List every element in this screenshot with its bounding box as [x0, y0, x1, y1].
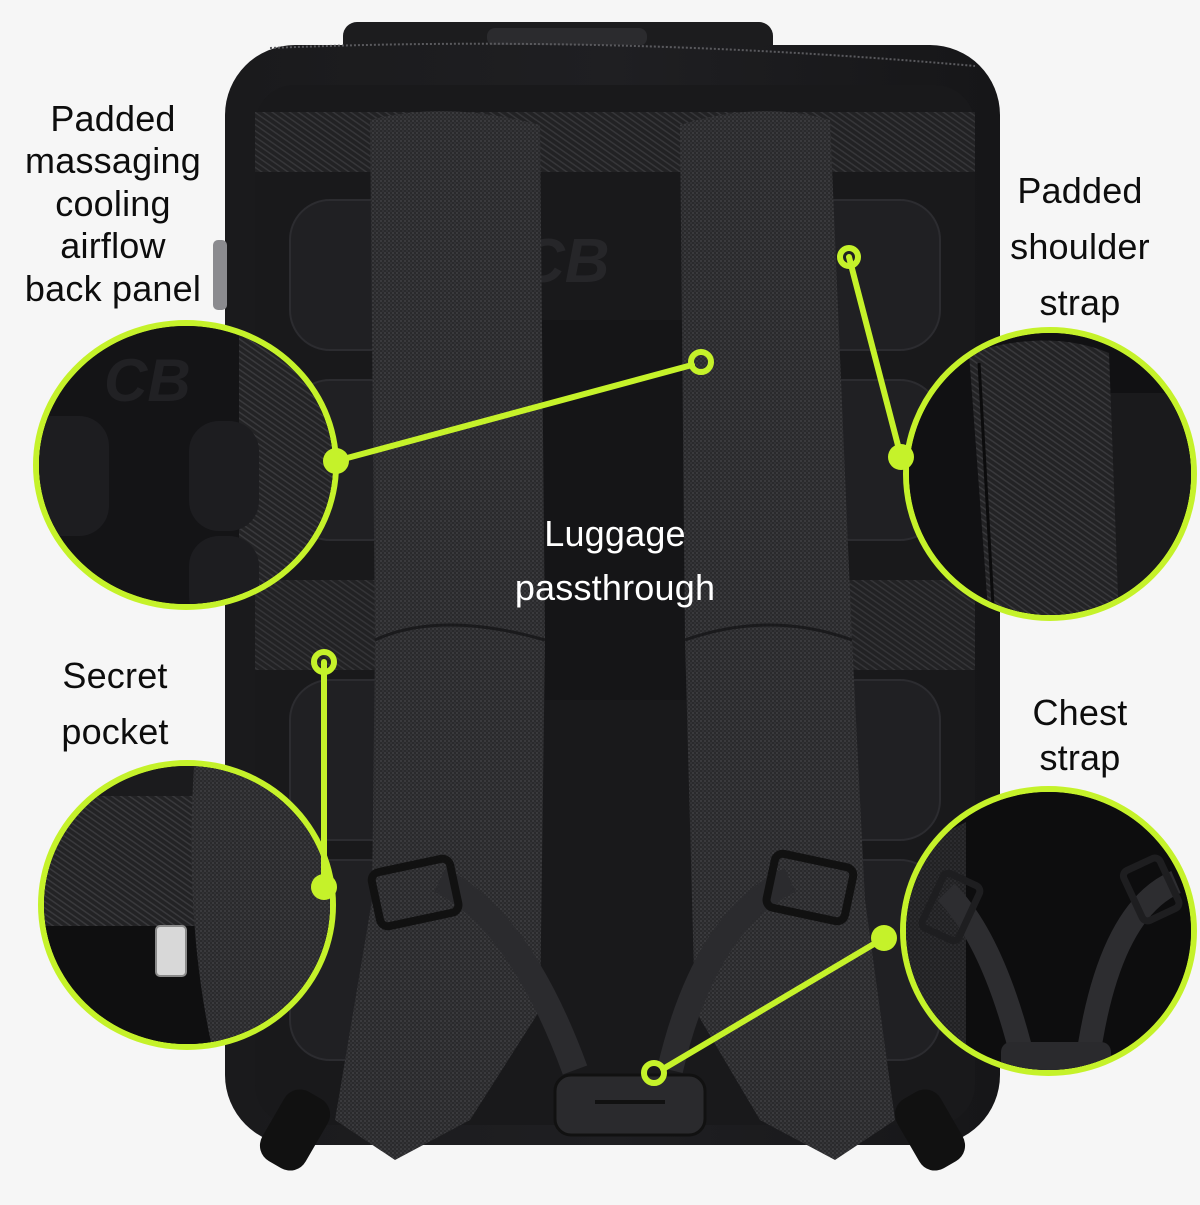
callout-line: shoulder: [1010, 225, 1150, 267]
callout-line: Secret: [62, 655, 168, 696]
callout-secret-pocket: Secret pocket: [30, 648, 200, 760]
callout-line: massaging: [25, 140, 201, 182]
callout-line: strap: [1039, 281, 1121, 323]
callout-line: strap: [1039, 737, 1121, 778]
callout-line: cooling: [55, 182, 171, 224]
detail-circle-chest-strap: [900, 786, 1197, 1076]
detail-circle-secret-pocket: [38, 760, 336, 1050]
callout-line: Padded: [50, 98, 176, 139]
side-zipper-pull: [213, 240, 227, 310]
callout-line: airflow: [60, 225, 166, 267]
callout-back-panel: Padded massaging cooling airflow back pa…: [8, 98, 218, 310]
detail-circle-back-panel: CB: [33, 320, 339, 610]
callout-line: Padded: [1017, 170, 1143, 211]
callout-shoulder-strap: Padded shoulder strap: [995, 163, 1165, 330]
callout-chest-strap: Chest strap: [1000, 690, 1160, 780]
callout-luggage-passthrough: Luggage passthrough: [490, 507, 740, 615]
callout-line: Chest: [1032, 692, 1128, 733]
callout-line: pocket: [61, 710, 169, 752]
callout-line: back panel: [24, 267, 202, 309]
detail-circle-shoulder-strap: [903, 327, 1197, 621]
shoulder-strap-right: [680, 111, 895, 1161]
callout-line: passthrough: [514, 567, 716, 608]
svg-text:CB: CB: [104, 347, 191, 414]
callout-line: Luggage: [544, 513, 686, 554]
